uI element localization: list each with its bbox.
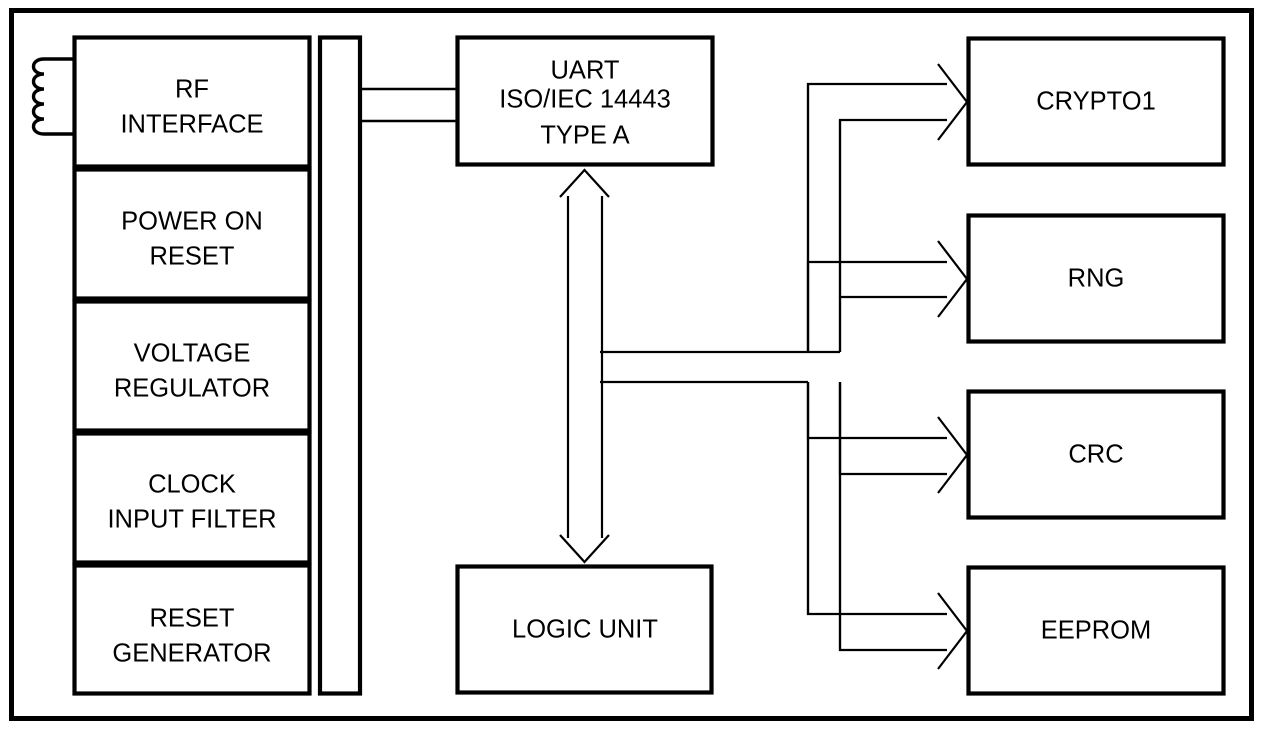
block-uart[interactable]: UART ISO/IEC 14443 TYPE A — [455, 35, 715, 167]
block-clock-input-filter[interactable]: CLOCK INPUT FILTER — [72, 431, 312, 565]
block-reset-generator[interactable]: RESET GENERATOR — [72, 563, 312, 696]
block-rf-interface[interactable]: RF INTERFACE — [72, 35, 312, 169]
block-label-clock-input-filter-line2: INPUT FILTER — [107, 506, 276, 534]
block-label-rng: RNG — [1068, 265, 1125, 293]
block-label-voltage-regulator-line2: REGULATOR — [114, 375, 270, 403]
block-label-rf-interface-line1: RF — [175, 76, 209, 104]
block-label-clock-input-filter-line1: CLOCK — [148, 471, 236, 499]
block-label-crypto1: CRYPTO1 — [1036, 88, 1156, 116]
block-logic-unit[interactable]: LOGIC UNIT — [455, 564, 714, 695]
block-label-logic-unit: LOGIC UNIT — [512, 616, 658, 644]
block-crc[interactable]: CRC — [966, 389, 1226, 520]
block-eeprom[interactable]: EEPROM — [966, 565, 1226, 696]
wire-bus-stems — [806, 84, 842, 650]
block-label-uart-line1: UART — [551, 57, 620, 85]
internal-bus-bar — [317, 35, 363, 696]
block-label-rf-interface-line2: INTERFACE — [120, 111, 263, 139]
block-label-crc: CRC — [1068, 441, 1123, 469]
block-voltage-regulator[interactable]: VOLTAGE REGULATOR — [72, 299, 312, 433]
block-label-voltage-regulator-line1: VOLTAGE — [134, 340, 251, 368]
block-label-power-on-reset-line1: POWER ON — [121, 208, 263, 236]
block-crypto1[interactable]: CRYPTO1 — [966, 36, 1226, 167]
block-label-reset-generator-line1: RESET — [149, 605, 234, 633]
block-label-reset-generator-line2: GENERATOR — [112, 640, 271, 668]
analog-front-end-stack: RF INTERFACE POWER ON RESET VOLTAGE REGU… — [72, 35, 312, 696]
block-rng[interactable]: RNG — [966, 213, 1226, 344]
antenna-coil-icon — [31, 57, 73, 136]
wire-bus-to-uart — [360, 87, 458, 123]
wire-uart-to-logic-unit-bidirectional — [559, 168, 610, 564]
block-label-uart-line2: ISO/IEC 14443 — [499, 86, 671, 114]
block-power-on-reset[interactable]: POWER ON RESET — [72, 167, 312, 301]
block-label-eeprom: EEPROM — [1041, 617, 1152, 645]
block-label-uart-line3: TYPE A — [540, 122, 629, 150]
block-label-power-on-reset-line2: RESET — [149, 243, 234, 271]
